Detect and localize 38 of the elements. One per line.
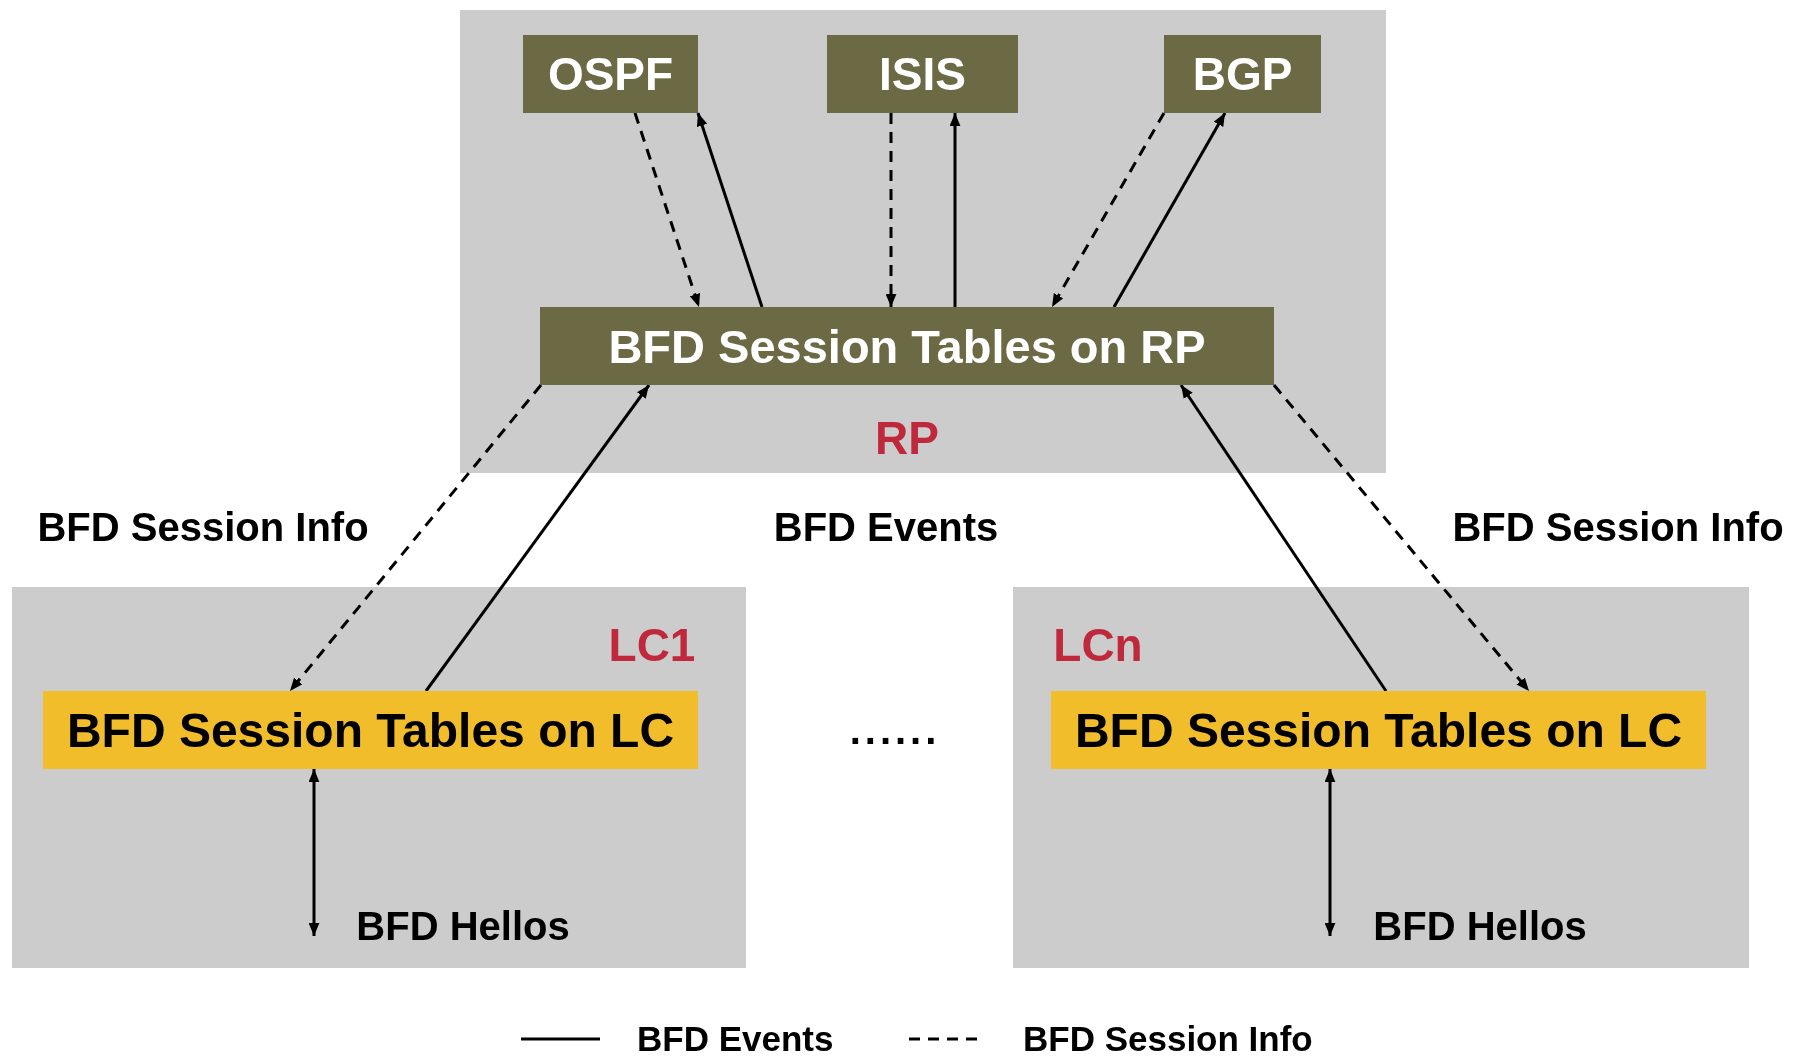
arrow [1272,384,1531,692]
node-label: BGP [1192,47,1293,101]
group-title: LC1 [608,618,696,672]
arrow [288,384,543,692]
ellipsis-label: ...... [849,707,941,753]
arrow [1050,112,1166,308]
process-box [43,691,698,769]
node-label: BFD Session Tables on RP [608,318,1206,374]
annotation-label: BFD Session Info [37,504,369,550]
annotation-label: BFD Events [773,504,999,550]
group-title: RP [875,411,939,465]
process-box [523,35,698,113]
group-title: LCn [1053,618,1143,672]
legend-label: BFD Session Info [1023,1019,1313,1056]
arrow [633,112,701,308]
group-panel [12,587,746,968]
arrow [1112,112,1227,308]
process-box [827,35,1018,113]
node-label: BFD Session Tables on LC [66,702,675,758]
process-box [1164,35,1321,113]
node-label: OSPF [547,47,674,101]
arrow [1324,769,1336,936]
group-panel [460,10,1386,473]
arrow [696,112,764,308]
legend-label: BFD Events [637,1019,834,1056]
group-panel [1013,587,1749,968]
annotation-label: BFD Session Info [1452,504,1784,550]
arrow [1179,384,1388,692]
arrow [308,769,320,936]
arrow [424,384,651,692]
node-label: ISIS [879,47,966,101]
arrow [949,113,961,307]
node-label: BFD Session Tables on LC [1074,702,1683,758]
process-box [540,307,1274,385]
annotation-label: BFD Hellos [1373,903,1587,949]
annotation-label: BFD Hellos [356,903,570,949]
process-box [1051,691,1706,769]
arrow [885,113,897,307]
